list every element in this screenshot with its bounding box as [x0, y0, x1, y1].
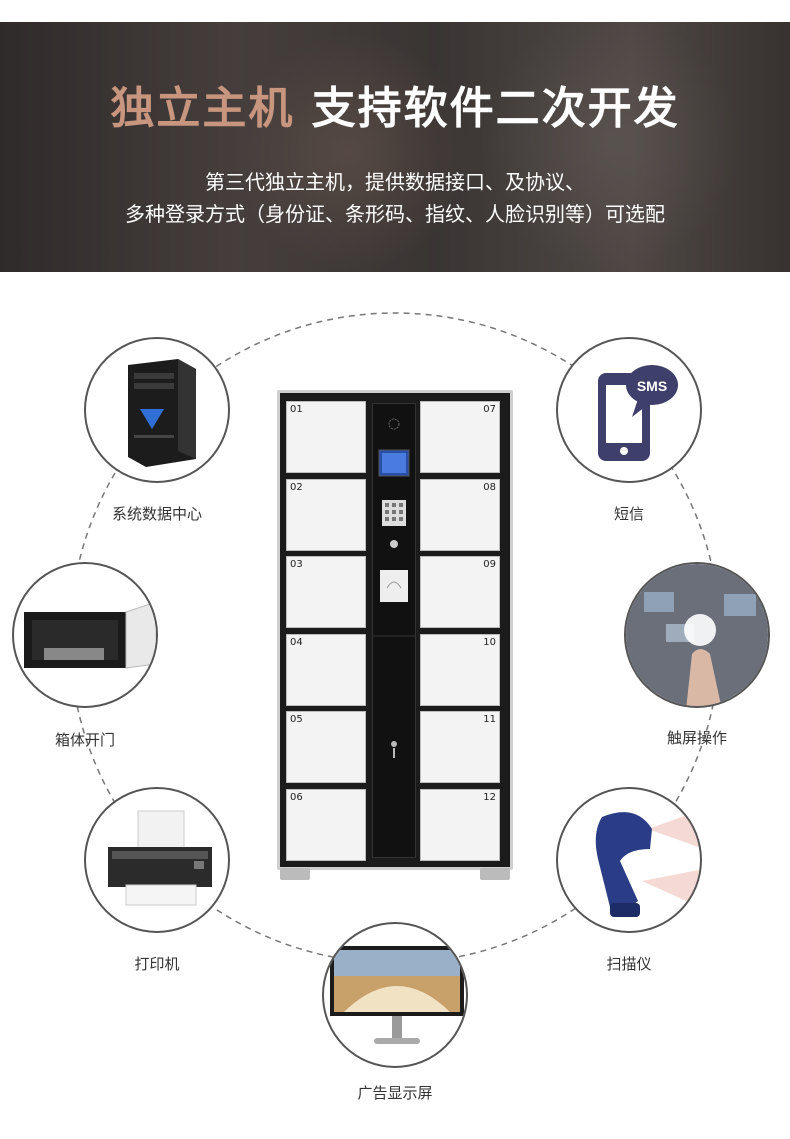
door-number: 01 — [290, 404, 303, 415]
scanner-icon — [595, 810, 700, 917]
banner-veil — [0, 22, 790, 272]
banner-person-right — [480, 22, 740, 272]
door-number: 05 — [290, 714, 303, 725]
headline-rest: 支持软件二次开发 — [311, 83, 680, 134]
feature-label-sms: 短信 — [613, 505, 644, 523]
door-number: 08 — [483, 481, 496, 493]
subline-2: 多种登录方式（身份证、条形码、指纹、人脸识别等）可选配 — [125, 202, 665, 226]
door-number: 10 — [483, 636, 496, 648]
host-panel — [372, 403, 416, 858]
sms-node: SMS — [556, 337, 702, 483]
feature-label-monitor: 广告显示屏 — [357, 1084, 433, 1102]
feature-label-server: 系统数据中心 — [111, 505, 202, 523]
door-number: 12 — [483, 791, 496, 803]
door-number: 07 — [483, 404, 496, 415]
door-number: 02 — [290, 481, 303, 493]
headline: 独立主机 支持软件二次开发 — [0, 72, 790, 136]
feature-label-touch: 触屏操作 — [666, 729, 727, 747]
locker-door-02[interactable]: 02 — [286, 478, 366, 551]
subline-1: 第三代独立主机，提供数据接口、及协议、 — [205, 170, 585, 194]
scanner-node — [556, 787, 702, 933]
locker-door-11[interactable]: 11 — [420, 711, 500, 783]
headline-accent: 独立主机 — [110, 83, 295, 134]
locker-door-08[interactable]: 08 — [420, 478, 500, 551]
locker-door-01[interactable]: 01 — [286, 401, 366, 473]
locker-foot-left — [280, 868, 310, 880]
printer-node — [84, 787, 230, 933]
server-tower-icon — [128, 359, 196, 467]
locker-door-10[interactable]: 10 — [420, 633, 500, 706]
feature-label-printer: 打印机 — [134, 955, 180, 973]
server-node — [84, 337, 230, 483]
door-number: 09 — [483, 559, 496, 570]
locker-door-09[interactable]: 09 — [420, 556, 500, 628]
svg-text:SMS: SMS — [637, 378, 667, 394]
door-number: 11 — [483, 714, 496, 725]
locker-door-05[interactable]: 05 — [286, 711, 366, 783]
host-panel-graphics — [373, 418, 415, 758]
door-number: 03 — [290, 559, 303, 570]
locker-door-04[interactable]: 04 — [286, 633, 366, 706]
locker-door-03[interactable]: 03 — [286, 556, 366, 628]
door-number: 04 — [290, 636, 303, 648]
locker-door-12[interactable]: 12 — [420, 788, 500, 861]
locker-door-06[interactable]: 06 — [286, 788, 366, 861]
sms-phone-icon: SMS — [598, 365, 678, 461]
banner: 独立主机 支持软件二次开发 第三代独立主机，提供数据接口、及协议、 多种登录方式… — [0, 22, 790, 272]
monitor-icon — [330, 946, 464, 1044]
open-box-icon — [24, 601, 156, 669]
locker-door-07[interactable]: 07 — [420, 401, 500, 473]
feature-label-open-box: 箱体开门 — [54, 731, 115, 749]
door-number: 06 — [290, 791, 303, 803]
banner-person-left — [230, 32, 470, 272]
touch-screen-icon — [626, 564, 768, 706]
open-box-node — [12, 562, 158, 708]
touch-node — [624, 562, 770, 708]
feature-label-scanner: 扫描仪 — [606, 955, 652, 973]
locker-foot-right — [480, 868, 510, 880]
printer-icon — [108, 810, 212, 906]
monitor-node — [322, 922, 468, 1068]
